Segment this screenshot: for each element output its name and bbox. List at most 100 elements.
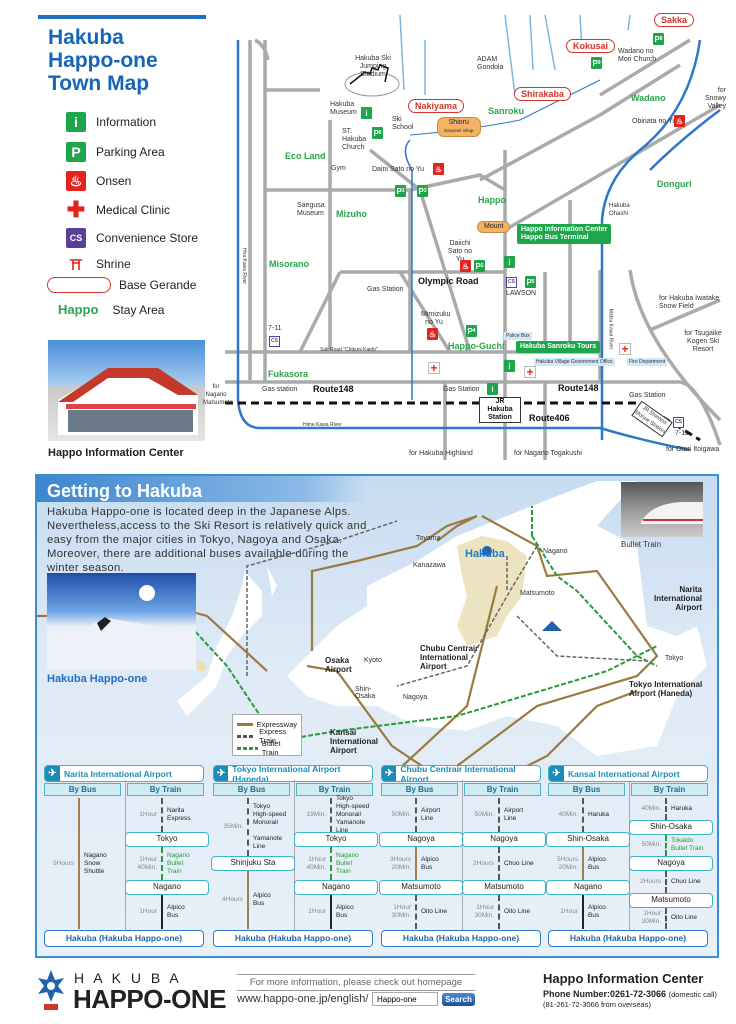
route-line [498, 895, 500, 930]
map-label-gym: Gym [331, 165, 346, 172]
onsen-icon: ♨ [674, 115, 685, 127]
area-donguri: Donguri [657, 179, 692, 189]
bus-route: 5Hours Nagano Snow Shuttle [44, 798, 124, 929]
parking-number: 2 [480, 263, 484, 269]
leg-mode: Alpico Bus [167, 904, 185, 920]
by-bus-header: By Bus [44, 783, 121, 796]
parking-number: 5 [531, 279, 535, 285]
route-leg: 50Min.Airport Line [381, 798, 461, 832]
place-nagoya: Nagoya [403, 694, 428, 701]
route-leg: 1Hour 40Min.Nagano Bullet Train [296, 846, 376, 881]
leg-mode: Airport Line [421, 806, 441, 822]
map-label-ski-school: Ski School [392, 116, 414, 131]
leg-time: 50Min. [474, 810, 494, 818]
station: Nagoya [462, 831, 546, 847]
leg-time: 1Hour [139, 810, 157, 818]
route-line [161, 798, 163, 832]
leg-mode: Alpico Bus [588, 855, 606, 871]
route-line [415, 895, 417, 930]
info-center-photo [48, 340, 205, 441]
map-label-adam-gondola: ADAM Gondola [477, 56, 504, 71]
route-line [665, 871, 667, 893]
station: Shinjuku Sta [211, 856, 295, 871]
map-label-lawson: LAWSON [506, 290, 537, 297]
map-label-police-box: Police Box [504, 332, 532, 340]
leg-time: 40Min. [558, 810, 578, 818]
road-route406: Route406 [529, 413, 570, 423]
route-line [415, 798, 417, 832]
route-line [498, 846, 500, 881]
convenience-store-icon: CS [673, 417, 684, 428]
logo-hakuba: H A K U B A [74, 970, 182, 986]
parking-icon: P [66, 142, 86, 162]
route-leg: 5Hours Nagano Snow Shuttle [44, 798, 124, 929]
leg-mode: Tokaido Bullet Train [671, 837, 704, 853]
route-column: ✈Chubu Centrair International Airport By… [379, 765, 547, 948]
legend-label: Shrine [96, 257, 131, 271]
convenience-store-icon: CS [506, 277, 517, 288]
leg-mode: Oito Line [504, 908, 531, 916]
map-label-for-hakuba-highland: for Hakuba Highland [409, 450, 473, 457]
airplane-icon: ✈ [45, 766, 60, 781]
legend-label: Stay Area [112, 302, 165, 317]
footer-phone: Phone Number:0261-72-3066 (domestic call… [543, 989, 717, 999]
map-label-salt-road: Salt Road "Chikuni Kaido" [320, 347, 378, 353]
place-shin-osaka: Shin-Osaka [355, 686, 376, 700]
leg-mode: Nagano Snow Shuttle [84, 851, 107, 875]
legend-shrine: Shrine [66, 254, 131, 274]
parking-number: 9 [597, 60, 601, 66]
legend-label: Expressway [256, 719, 297, 729]
place-nagano: Nagano [543, 548, 568, 555]
route-line [161, 895, 163, 930]
area-mizuho: Mizuho [336, 209, 367, 219]
map-label-7-11-2: 7-11 [675, 430, 689, 437]
leg-mode: Oito Line [671, 914, 698, 922]
place-haneda-airport: Tokyo International Airport (Haneda) [629, 680, 703, 698]
airport-header: ✈Narita International Airport [44, 765, 204, 782]
leg-time: 1Hour 40Min. [137, 855, 157, 871]
leg-mode: Haruka [588, 810, 609, 818]
route-line [330, 846, 332, 881]
route-line [582, 846, 584, 881]
leg-time: 3Hours 20Min. [390, 855, 411, 871]
skier-photo-caption: Hakuba Happo-one [47, 673, 148, 685]
place-kyoto: Kyoto [364, 657, 382, 664]
legend-expressway: Expressway [237, 718, 297, 730]
leg-mode: Alpico Bus [253, 892, 271, 907]
airport-header: ✈Kansai International Airport [548, 765, 708, 782]
section-title: Getting to Hakuba [47, 481, 203, 501]
homepage-link[interactable]: www.happo-one.jp/english/ [237, 993, 369, 1005]
gerande-kokusai: Kokusai [566, 39, 616, 53]
route-line [247, 871, 249, 929]
leg-time: 19Min. [306, 810, 326, 818]
column-divider [462, 780, 463, 930]
medical-icon: + [524, 366, 536, 378]
route-leg: 1Hour 30Min.Oito Line [381, 895, 461, 930]
leg-time: 1Hour [308, 908, 326, 916]
airport-name: Tokyo International Airport (Haneda) [232, 765, 341, 782]
leg-mode: Alpico Bus [588, 904, 606, 920]
map-label-wadano-church: Wadano no Mori Church [618, 48, 657, 63]
column-divider [629, 780, 630, 930]
by-train-header: By Train [296, 783, 373, 796]
destination: Hakuba (Hakuba Happo-one) [213, 930, 373, 947]
leg-time: 2Hours [640, 877, 661, 885]
search-input[interactable] [372, 992, 438, 1006]
map-label-snowy-valley: for Snowy Valley [704, 87, 726, 110]
leg-time: 5Hours [53, 859, 74, 867]
road-route148-2: Route148 [558, 383, 599, 393]
map-label-7-11: 7-11 [268, 325, 282, 332]
search-button[interactable]: Search [442, 993, 475, 1006]
area-eco-land: Eco Land [285, 151, 326, 161]
route-leg: 50Min.Tokaido Bullet Train [631, 834, 711, 856]
